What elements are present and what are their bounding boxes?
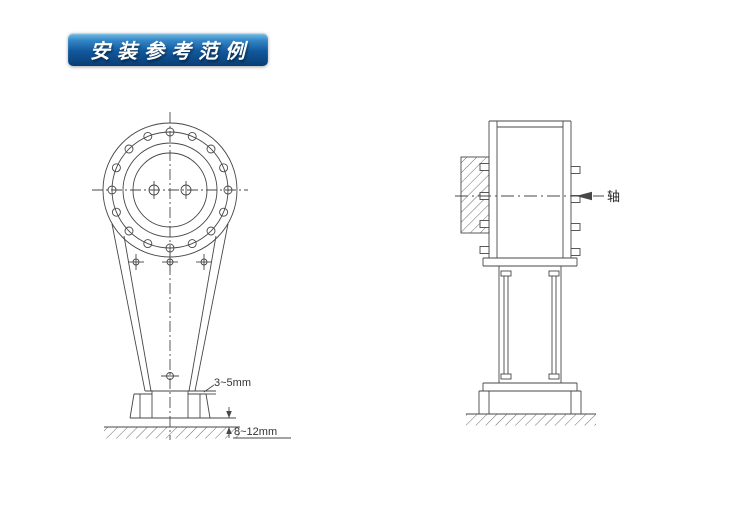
middle-flange [482, 257, 578, 267]
embed-dimension-label: 8~12mm [234, 426, 277, 438]
flange-bolts [107, 127, 233, 253]
front-view-ground [104, 426, 240, 439]
foot-and-brackets [129, 390, 211, 419]
gap-dimension-label: 3~5mm [214, 377, 251, 389]
flange-circles [102, 122, 238, 258]
front-view-drawing [92, 112, 291, 440]
embed-dimension [210, 407, 291, 439]
base-plate [478, 382, 582, 415]
axis-label: 轴 [607, 189, 620, 204]
front-view-centerlines [92, 112, 248, 440]
center-holes [148, 181, 192, 199]
gap-dimension [195, 384, 216, 395]
axis-centerline [455, 191, 604, 201]
side-bolts [479, 163, 581, 256]
body-hole-markers [128, 254, 212, 380]
lower-column [498, 266, 562, 383]
upper-column [488, 120, 572, 258]
side-view-drawing [455, 120, 604, 426]
section-title-banner: 安装参考范例 [68, 33, 268, 66]
side-view-ground [466, 413, 596, 426]
banner-title: 安装参考范例 [90, 41, 252, 63]
